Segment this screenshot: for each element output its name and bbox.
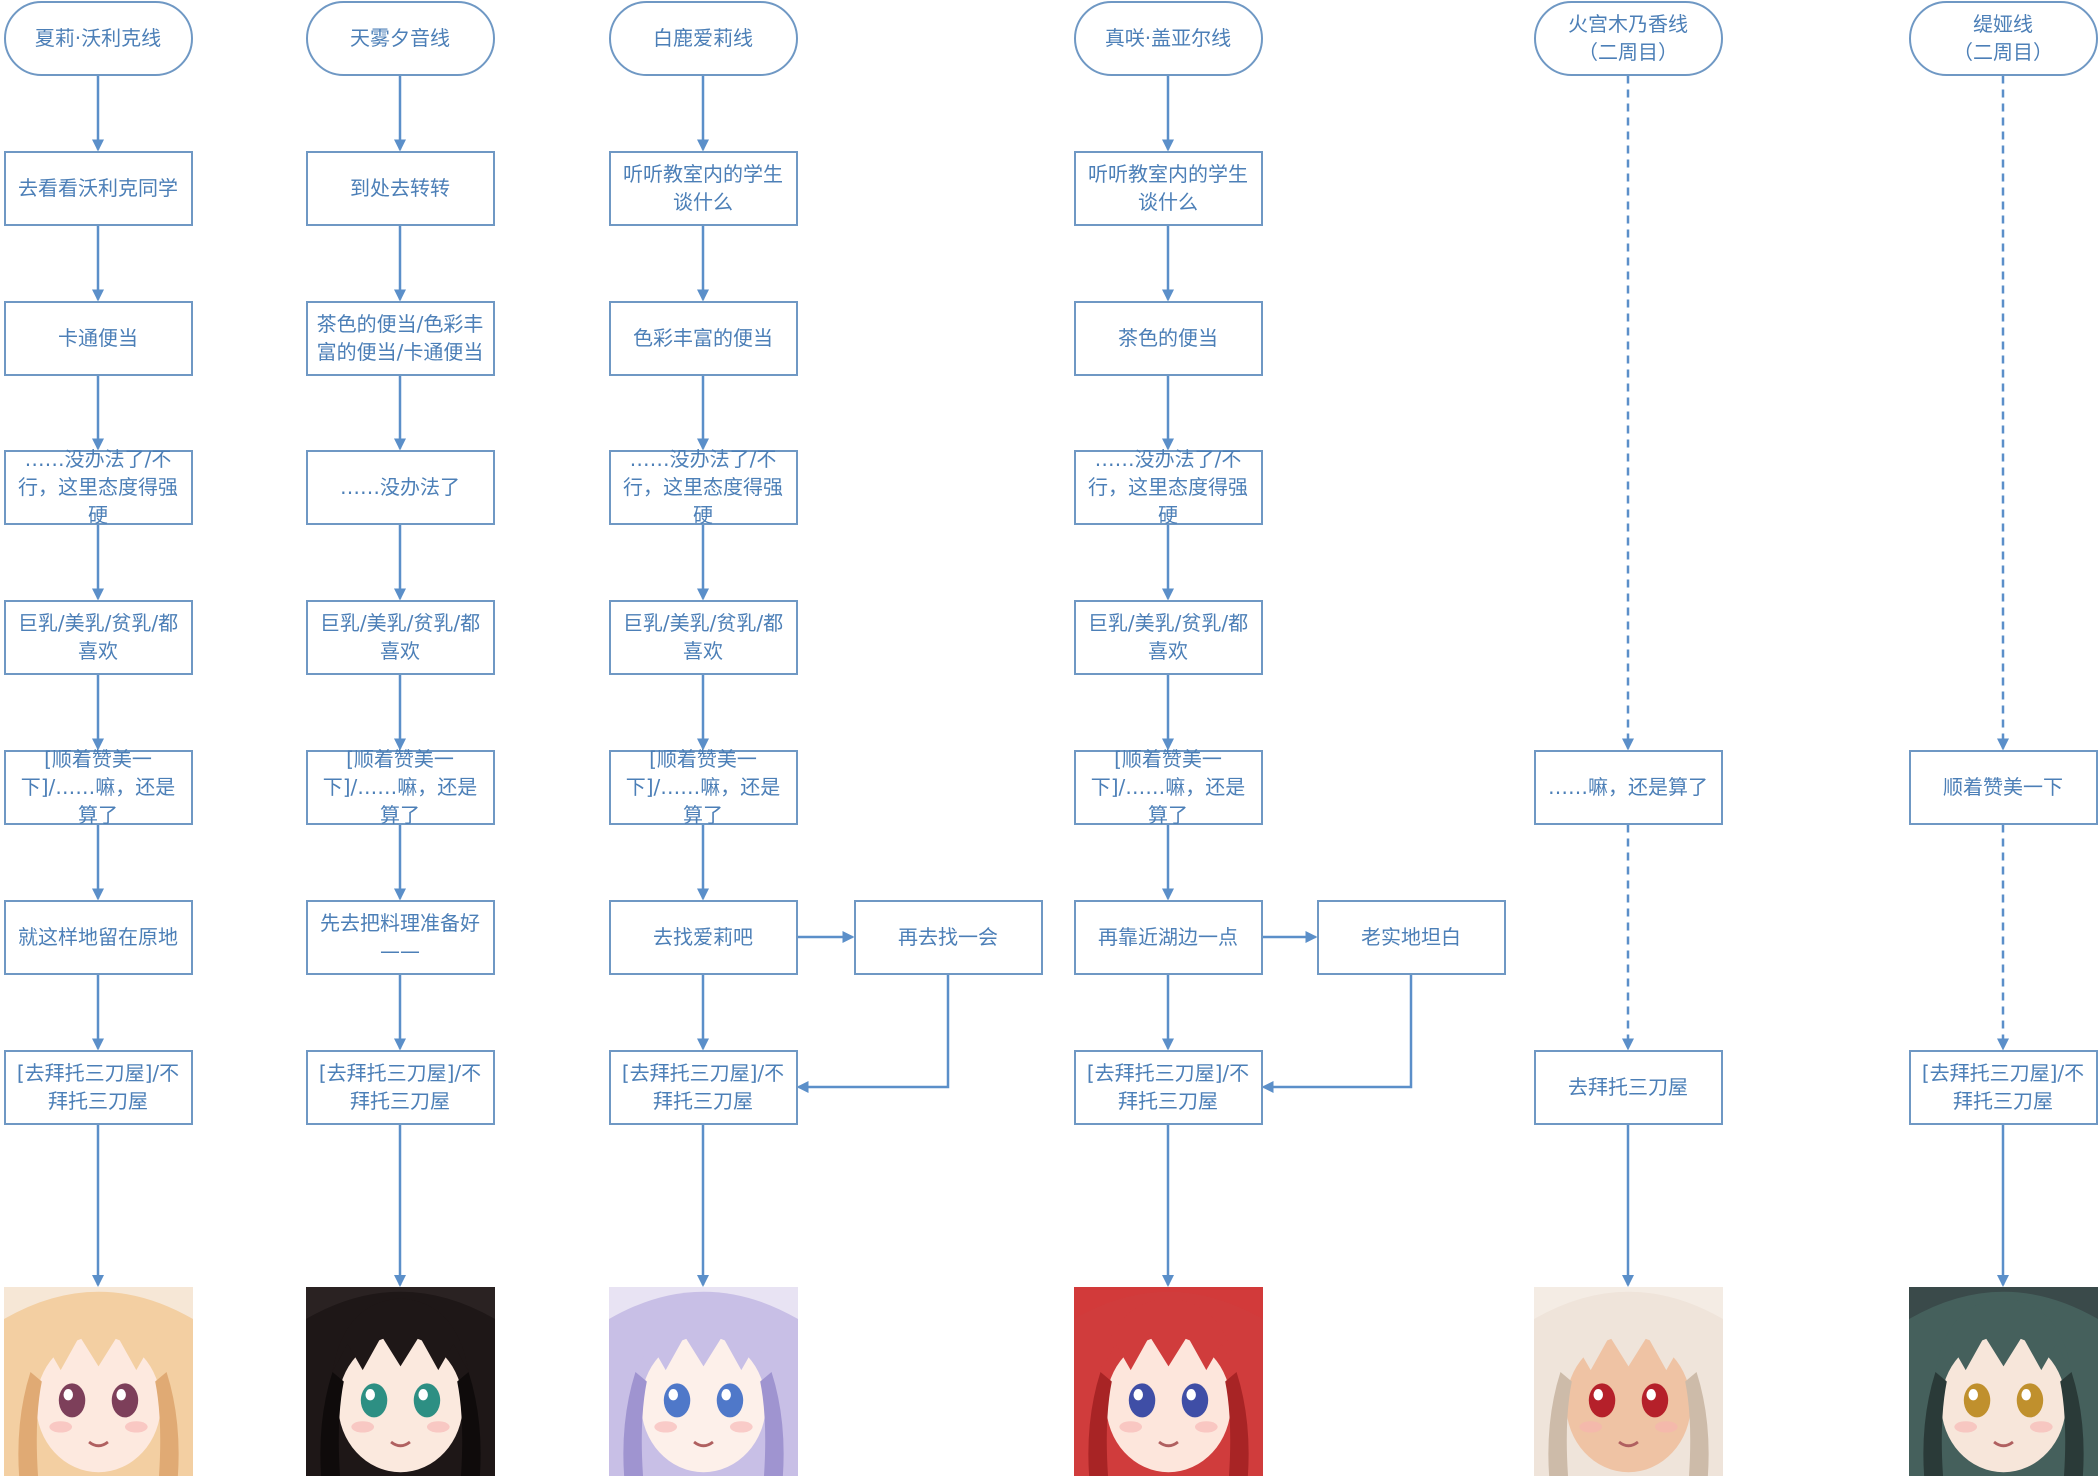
route-start-amagiri: 天雾夕音线 (305, 0, 495, 76)
choice-node-tia: 顺着赞美一下 (1908, 749, 2098, 825)
choice-node-amagiri: [顺着赞美一下]/……嘛，还是算了 (305, 747, 495, 827)
choice-node-hakuroku: ……没办法了/不行，这里态度得强硬 (608, 447, 798, 527)
choice-node-masaki: 再靠近湖边一点 (1073, 899, 1263, 975)
merge-arrow (796, 974, 950, 1093)
choice-node-hakuroku: [去拜托三刀屋]/不拜托三刀屋 (608, 1049, 798, 1125)
merge-arrow (1261, 974, 1413, 1093)
route-start-tia: 缇娅线 （二周目） (1908, 0, 2098, 76)
choice-node-sharil: 去看看沃利克同学 (3, 150, 193, 226)
choice-node-masaki: 茶色的便当 (1073, 300, 1263, 376)
choice-node-masaki: ……没办法了/不行，这里态度得强硬 (1073, 447, 1263, 527)
choice-node-hakuroku: 色彩丰富的便当 (608, 300, 798, 376)
choice-node-amagiri: 先去把料理准备好—— (305, 899, 495, 975)
route-start-himiya: 火宫木乃香线 （二周目） (1533, 0, 1723, 76)
choice-node-sharil: 卡通便当 (3, 300, 193, 376)
choice-node-hakuroku: [顺着赞美一下]/……嘛，还是算了 (608, 747, 798, 827)
character-portrait-silver-hair (1533, 1287, 1723, 1476)
choice-node-himiya: 去拜托三刀屋 (1533, 1049, 1723, 1125)
choice-node-masaki: [顺着赞美一下]/……嘛，还是算了 (1073, 747, 1263, 827)
choice-node-branch-masaki: 老实地坦白 (1316, 899, 1506, 975)
character-portrait-black-hair (305, 1287, 495, 1476)
choice-node-amagiri: 到处去转转 (305, 150, 495, 226)
character-portrait-teal-hair (1908, 1287, 2098, 1476)
choice-node-hakuroku: 巨乳/美乳/贫乳/都喜欢 (608, 599, 798, 675)
choice-node-branch-hakuroku: 再去找一会 (853, 899, 1043, 975)
choice-node-himiya: ……嘛，还是算了 (1533, 749, 1723, 825)
character-portrait-lavender-hair (608, 1287, 798, 1476)
choice-node-tia: [去拜托三刀屋]/不拜托三刀屋 (1908, 1049, 2098, 1125)
character-portrait-red-hair (1073, 1287, 1263, 1476)
choice-node-masaki: 巨乳/美乳/贫乳/都喜欢 (1073, 599, 1263, 675)
choice-node-masaki: [去拜托三刀屋]/不拜托三刀屋 (1073, 1049, 1263, 1125)
choice-node-sharil: [去拜托三刀屋]/不拜托三刀屋 (3, 1049, 193, 1125)
choice-node-amagiri: ……没办法了 (305, 449, 495, 525)
choice-node-amagiri: [去拜托三刀屋]/不拜托三刀屋 (305, 1049, 495, 1125)
choice-node-sharil: [顺着赞美一下]/……嘛，还是算了 (3, 747, 193, 827)
choice-node-amagiri: 巨乳/美乳/贫乳/都喜欢 (305, 599, 495, 675)
character-portrait-blonde (3, 1287, 193, 1476)
choice-node-sharil: ……没办法了/不行，这里态度得强硬 (3, 447, 193, 527)
route-start-masaki: 真咲·盖亚尔线 (1073, 0, 1263, 76)
route-start-hakuroku: 白鹿爱莉线 (608, 0, 798, 76)
choice-node-amagiri: 茶色的便当/色彩丰富的便当/卡通便当 (305, 300, 495, 376)
choice-node-sharil: 就这样地留在原地 (3, 899, 193, 975)
choice-node-hakuroku: 听听教室内的学生谈什么 (608, 150, 798, 226)
choice-node-masaki: 听听教室内的学生谈什么 (1073, 150, 1263, 226)
choice-node-hakuroku: 去找爱莉吧 (608, 899, 798, 975)
route-start-sharil: 夏莉·沃利克线 (3, 0, 193, 76)
choice-node-sharil: 巨乳/美乳/贫乳/都喜欢 (3, 599, 193, 675)
